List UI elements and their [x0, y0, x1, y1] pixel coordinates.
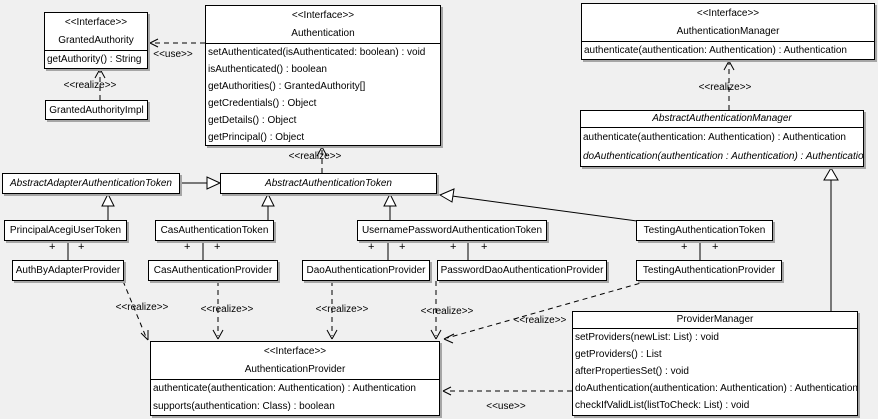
- use-label-bottom: <<use>>: [486, 401, 526, 412]
- multiplicity-plus: +: [399, 241, 406, 253]
- multiplicity-plus: +: [368, 241, 375, 253]
- class-cas-authentication-token: CasAuthenticationToken: [155, 220, 274, 241]
- class-abstract-adapter-authentication-token: AbstractAdapterAuthenticationToken: [2, 173, 180, 194]
- multiplicity-plus: +: [712, 241, 719, 253]
- method: doAuthentication(authentication: Authent…: [575, 383, 858, 394]
- multiplicity-plus: +: [481, 241, 488, 253]
- edge-realize-authbyadapterprovider: [122, 280, 149, 341]
- realize-label-passworddao: <<realize>>: [420, 306, 474, 317]
- class-name: TestingAuthenticationProvider: [642, 265, 776, 276]
- method: getPrincipal() : Object: [208, 132, 305, 143]
- multiplicity-plus: +: [49, 241, 56, 253]
- class-principal-acegi-user-token: PrincipalAcegiUserToken: [4, 220, 127, 241]
- edge-generalization-principal: [101, 192, 115, 220]
- class-name: UsernamePasswordAuthenticationToken: [361, 225, 543, 236]
- class-header: <<Interface>> AuthenticationManager: [582, 4, 874, 42]
- class-name: CasAuthenticationToken: [160, 225, 269, 236]
- edge-generalization-usernamepassword: [383, 192, 397, 221]
- edge-use-authentication-grantedauthority: [149, 38, 205, 48]
- method: setProviders(newList: List) : void: [575, 332, 719, 343]
- class-name: PasswordDaoAuthenticationProvider: [440, 265, 604, 276]
- class-name: GrantedAuthority: [58, 35, 134, 46]
- method: getCredentials() : Object: [208, 98, 317, 109]
- edge-realize-passworddaoauthenticationprovider: [430, 281, 442, 340]
- edge-generalization-testing: [438, 188, 638, 222]
- class-header: <<Interface>> AuthenticationProvider: [151, 342, 439, 380]
- edge-generalization-providermanager: [823, 167, 839, 311]
- method: doAuthentication(authentication : Authen…: [583, 151, 864, 162]
- class-name: ProviderManager: [573, 312, 857, 329]
- class-name: AuthenticationManager: [676, 26, 780, 37]
- multiplicity-plus: +: [184, 241, 191, 253]
- class-authentication-manager: <<Interface>> AuthenticationManager auth…: [581, 3, 875, 60]
- class-authentication: <<Interface>> Authentication setAuthenti…: [205, 5, 441, 146]
- class-name: DaoAuthenticationProvider: [306, 265, 426, 276]
- multiplicity-plus: +: [681, 241, 688, 253]
- class-name: TestingAuthenticationToken: [643, 225, 766, 236]
- class-granted-authority: <<Interface>> GrantedAuthority getAuthor…: [44, 12, 148, 69]
- class-name: GrantedAuthorityImpl: [49, 104, 144, 116]
- edge-generalization-cas: [261, 192, 275, 221]
- realize-label-authentication: <<realize>>: [288, 151, 342, 162]
- class-authentication-provider: <<Interface>> AuthenticationProvider aut…: [150, 341, 440, 416]
- class-password-dao-authentication-provider: PasswordDaoAuthenticationProvider: [437, 260, 607, 281]
- method: getAuthorities() : GrantedAuthority[]: [208, 81, 366, 92]
- class-testing-authentication-token: TestingAuthenticationToken: [636, 220, 773, 241]
- multiplicity-plus: +: [78, 241, 85, 253]
- class-name: AbstractAuthenticationToken: [265, 178, 392, 189]
- method: setAuthenticated(isAuthenticated: boolea…: [208, 47, 426, 58]
- class-name: PrincipalAcegiUserToken: [9, 225, 122, 236]
- class-name: CasAuthenticationProvider: [153, 265, 273, 276]
- class-abstract-authentication-token: AbstractAuthenticationToken: [220, 173, 437, 194]
- class-dao-authentication-provider: DaoAuthenticationProvider: [302, 260, 430, 281]
- class-provider-manager: ProviderManager setProviders(newList: Li…: [572, 311, 858, 416]
- class-header: <<Interface>> GrantedAuthority: [45, 13, 147, 51]
- method: getAuthority() : String: [47, 54, 142, 65]
- class-testing-authentication-provider: TestingAuthenticationProvider: [636, 260, 782, 281]
- method: getProviders() : List: [575, 349, 662, 360]
- class-name: AuthByAdapterProvider: [15, 265, 121, 276]
- class-name: Authentication: [291, 28, 355, 39]
- method: authenticate(authentication: Authenticat…: [584, 45, 847, 56]
- method: supports(authentication: Class) : boolea…: [153, 401, 335, 412]
- edge-realize-abstractauthenticationtoken: [316, 146, 328, 173]
- edge-use-providermanager: [442, 386, 572, 396]
- realize-label-cas: <<realize>>: [200, 304, 254, 315]
- edge-realize-testingauthenticationprovider: [443, 280, 649, 344]
- class-name: AbstractAdapterAuthenticationToken: [10, 178, 172, 189]
- method: getDetails() : Object: [208, 115, 297, 126]
- multiplicity-plus: +: [450, 241, 457, 253]
- method: afterPropertiesSet() : void: [575, 366, 689, 377]
- realize-label-dao: <<realize>>: [315, 304, 369, 315]
- use-label-top: <<use>>: [153, 49, 193, 60]
- realize-label-testing: <<realize>>: [513, 315, 567, 326]
- method: checkIfValidList(listToCheck: List) : vo…: [575, 400, 750, 411]
- edge-realize-grantedauthorityimpl: [94, 68, 106, 100]
- class-username-password-authentication-token: UsernamePasswordAuthenticationToken: [357, 220, 547, 241]
- class-abstract-authentication-manager: AbstractAuthenticationManager authentica…: [580, 110, 864, 167]
- edge-generalization-adapter-token: [180, 176, 222, 190]
- realize-label-authbyadapter: <<realize>>: [115, 302, 169, 313]
- class-cas-authentication-provider: CasAuthenticationProvider: [148, 260, 278, 281]
- multiplicity-plus: +: [214, 241, 221, 253]
- stereotype: <<Interface>>: [696, 8, 760, 19]
- stereotype: <<Interface>>: [291, 10, 355, 21]
- method: authenticate(authentication: Authenticat…: [153, 383, 416, 394]
- class-granted-authority-impl: GrantedAuthorityImpl: [45, 100, 148, 120]
- realize-label-authenticationmanager: <<realize>>: [698, 82, 752, 93]
- realize-label-grantedauthority: <<realize>>: [63, 80, 117, 91]
- method: authenticate(authentication: Authenticat…: [583, 132, 846, 143]
- class-name: AbstractAuthenticationManager: [581, 111, 863, 128]
- stereotype: <<Interface>>: [64, 17, 128, 28]
- class-auth-by-adapter-provider: AuthByAdapterProvider: [12, 260, 124, 281]
- class-header: <<Interface>> Authentication: [206, 6, 440, 44]
- stereotype: <<Interface>>: [263, 346, 327, 357]
- edge-realize-casauthenticationprovider: [212, 281, 224, 340]
- method: isAuthenticated() : boolean: [208, 64, 327, 75]
- class-name: AuthenticationProvider: [244, 364, 346, 375]
- edge-realize-abstractauthenticationmanager: [723, 60, 735, 110]
- edge-realize-daoauthenticationprovider: [326, 281, 338, 340]
